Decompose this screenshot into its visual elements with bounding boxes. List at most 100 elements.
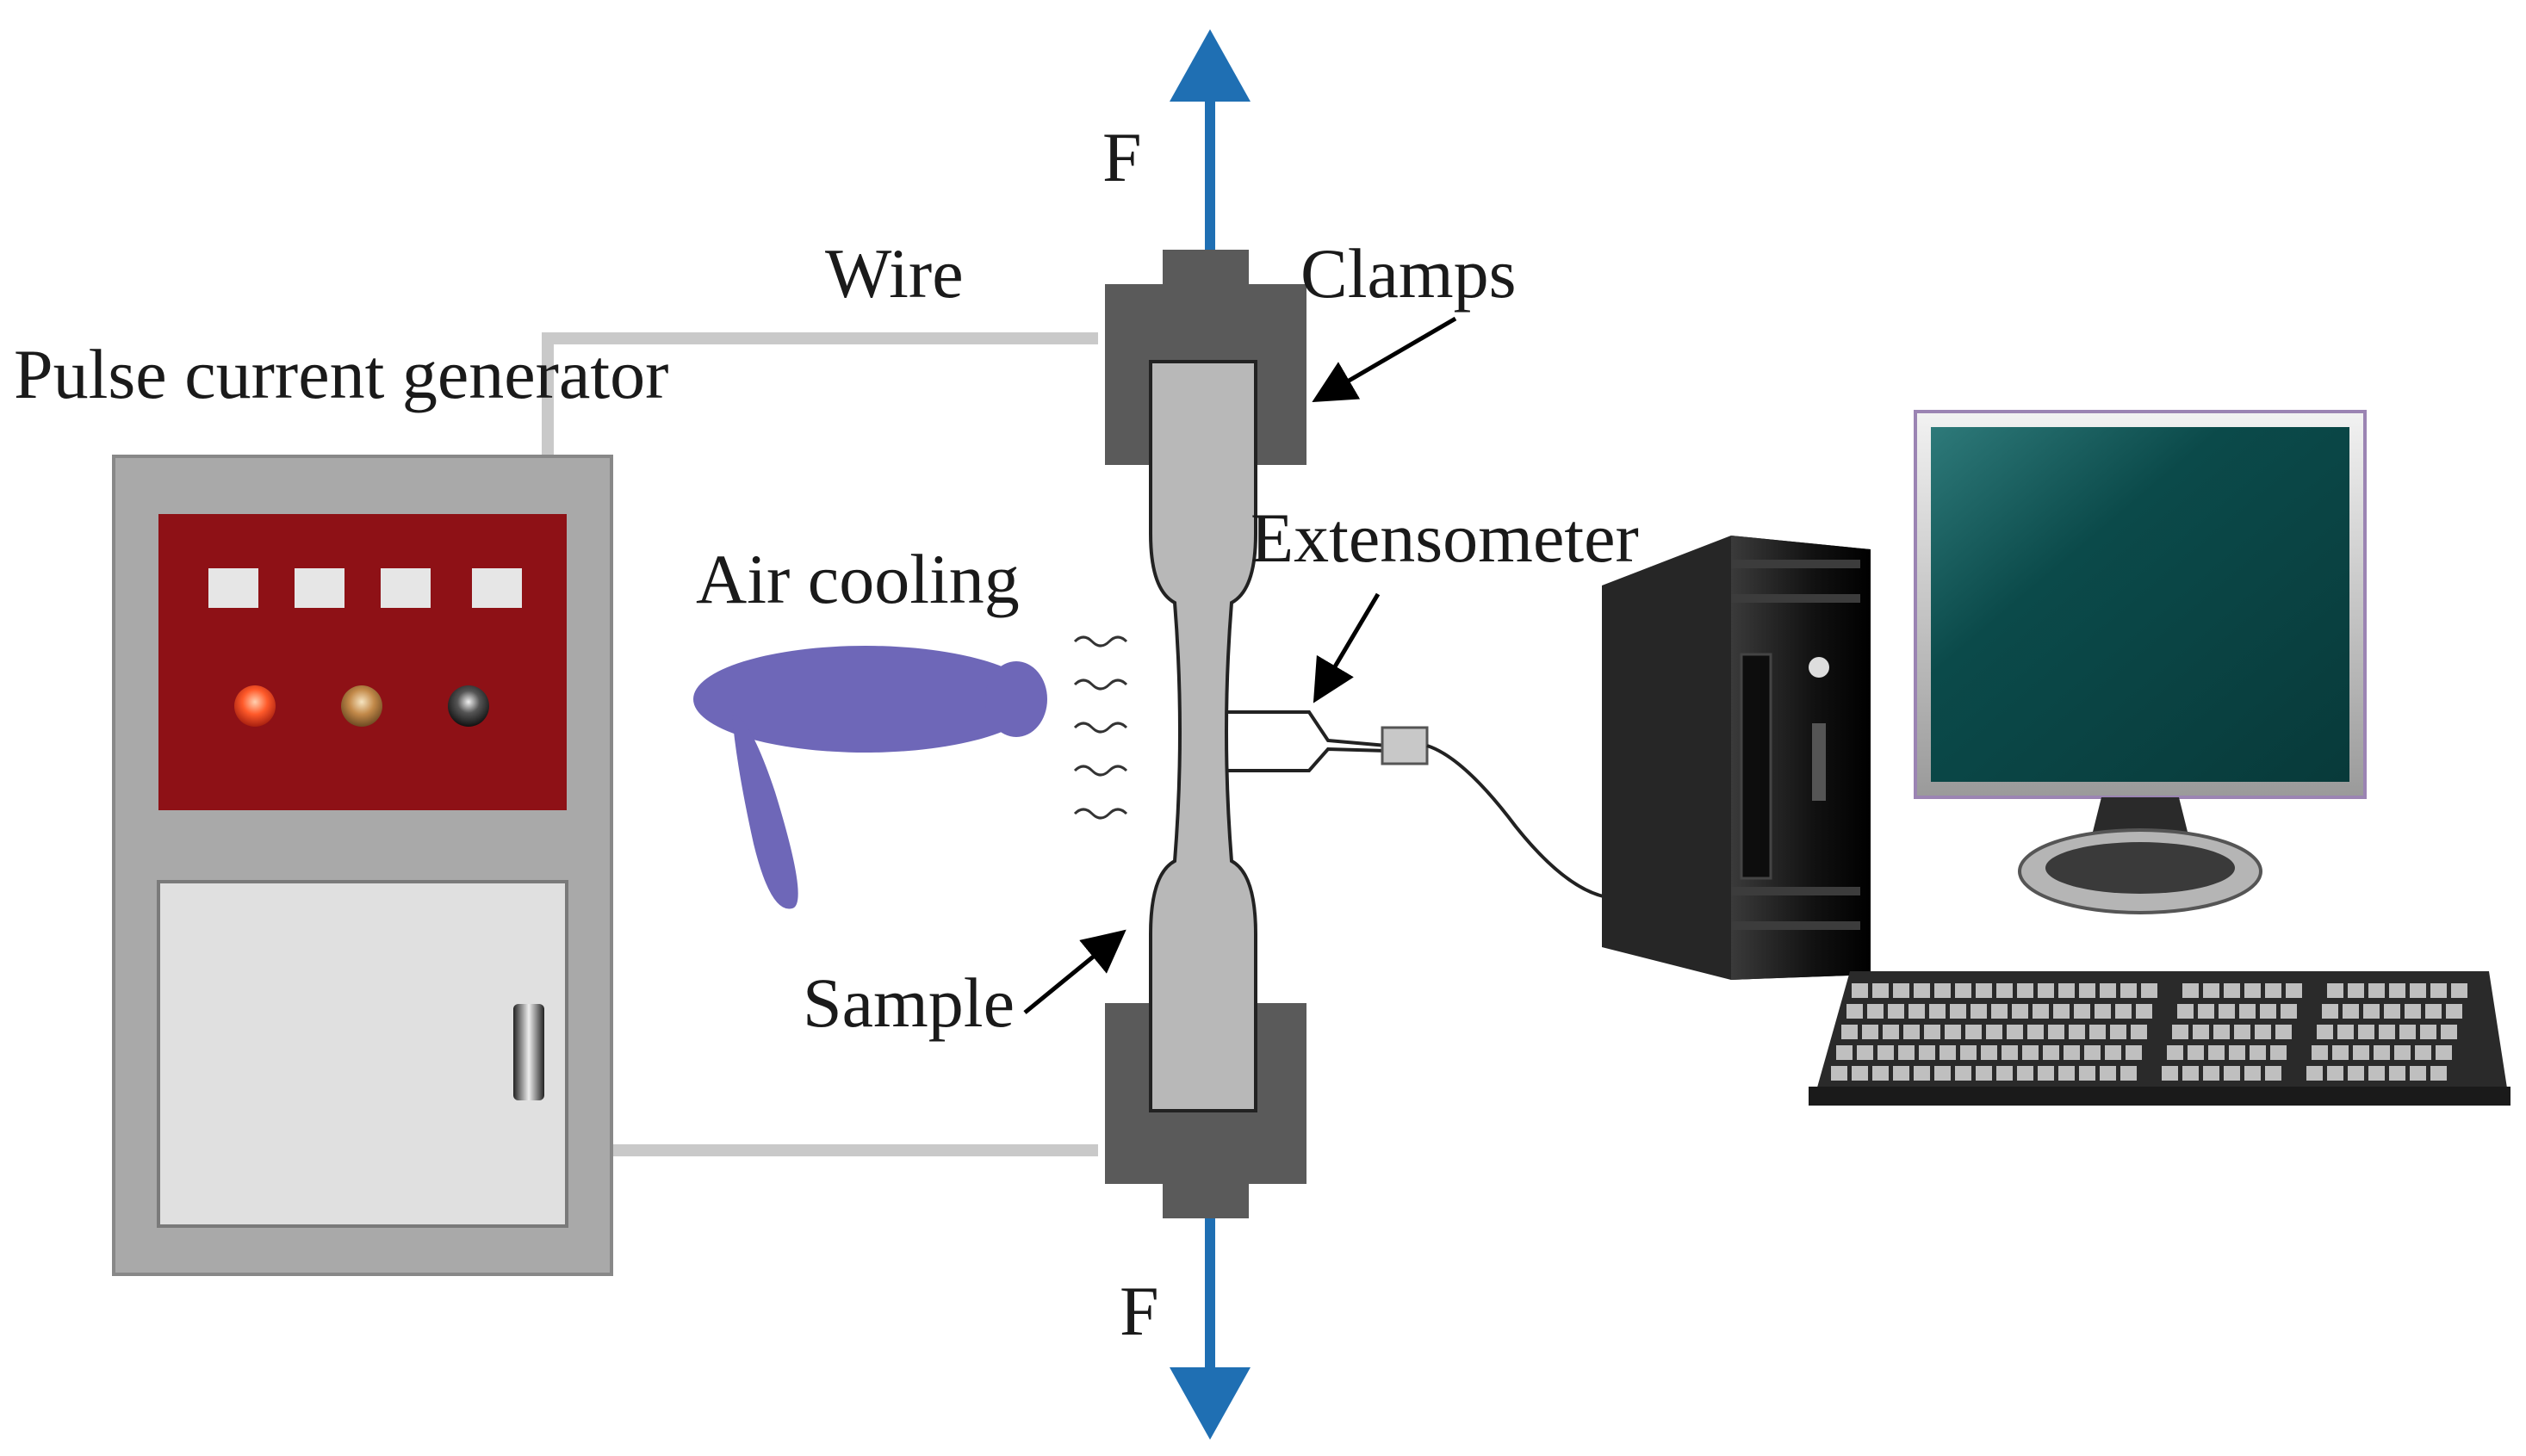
extensometer-pointer-arrow [1313,592,1381,703]
keyboard-key [2430,983,2447,998]
keyboard-key [1955,1066,1971,1081]
keyboard-key [2415,1045,2431,1060]
keyboard-key [2074,1004,2090,1019]
keyboard-key [1872,1066,1889,1081]
keyboard-key [1841,1025,1858,1039]
keyboard-key [2265,983,2281,998]
keyboard-key [2182,1066,2199,1081]
keyboard-key [2270,1045,2287,1060]
keyboard-key [2069,1025,2085,1039]
keyboard-key [2451,983,2467,998]
keyboard-key [2394,1045,2411,1060]
keyboard-key [1965,1025,1982,1039]
keyboard-key [2141,983,2157,998]
keyboard-key [2368,1066,2385,1081]
keyboard-key [2229,1045,2245,1060]
keyboard-key [2007,1025,2023,1039]
keyboard-key [2281,1004,2297,1019]
keyboard-key [2100,1066,2116,1081]
monitor-screen [1931,427,2349,782]
keyboard-key [2208,1045,2225,1060]
keyboard-key [2177,1004,2194,1019]
keyboard-key [2012,1004,2028,1019]
keyboard-key [1893,983,1909,998]
keyboard-key [2250,1045,2266,1060]
keyboard-key [2244,1066,2261,1081]
keyboard-key [1934,983,1951,998]
keyboard-key [2064,1045,2080,1060]
air-cooling-label: Air cooling [696,540,1020,618]
monitor [1914,410,2367,914]
desktop-computer-icon [1602,536,1871,980]
keyboard-key [2203,983,2219,998]
keyboard-key [1981,1045,1997,1060]
keyboard-key [1934,1066,1951,1081]
keyboard-key [2441,1025,2457,1039]
keyboard-key [1929,1004,1946,1019]
keyboard-key [2244,983,2261,998]
keyboard-key [2327,983,2343,998]
keyboard-key [2260,1004,2276,1019]
door-handle [513,1004,544,1100]
keyboard-key [1914,1066,1930,1081]
keyboard-key [2219,1004,2235,1019]
extensometer [1226,710,1387,772]
keyboard-key [2286,983,2302,998]
keyboard-key [1960,1045,1977,1060]
keyboard-key [1857,1045,1873,1060]
keyboard-key [1971,1004,1987,1019]
keyboard-key [2120,983,2137,998]
display-window [472,568,522,608]
keyboard-key [2017,983,2033,998]
air-blower-icon [693,646,1047,909]
keyboard-key [2306,1066,2323,1081]
keyboard-key [1914,983,1930,998]
keyboard-key [1872,983,1889,998]
keyboard-icon [1809,971,2510,1106]
keyboard-key [2027,1025,2044,1039]
keyboard-key [2317,1025,2333,1039]
keyboard-key [2358,1025,2374,1039]
keyboard-key [1976,983,1992,998]
force-label-bottom: F [1120,1272,1159,1350]
keyboard-key [1991,1004,2008,1019]
keyboard-key [1950,1004,1966,1019]
keyboard-key [2348,1066,2364,1081]
keyboard-key [1939,1045,1956,1060]
keyboard-key [2038,983,2054,998]
keyboard-key [2446,1004,2462,1019]
clamps-pointer-arrow [1312,316,1457,403]
generator-control-panel [158,514,567,810]
keyboard-key [2420,1025,2436,1039]
keyboard-key [2389,983,2405,998]
keyboard-key [1996,983,2013,998]
force-arrow-down-icon [1170,1217,1251,1440]
keyboard-key [1888,1004,1904,1019]
wire-top [542,332,1098,456]
wire-label: Wire [825,234,964,313]
keyboard-key [2095,1004,2111,1019]
keyboard-key [2239,1004,2256,1019]
keyboard-key [2425,1004,2442,1019]
keyboard-key [2167,1045,2183,1060]
pulse-generator-label: Pulse current generator [14,335,668,413]
keyboard-key [2312,1045,2328,1060]
keyboard-key [2343,1004,2359,1019]
keyboard-key [2353,1045,2369,1060]
keyboard-key [1862,1025,1878,1039]
airflow-waves [1073,635,1128,820]
keyboard-key [2348,983,2364,998]
keyboard-key [2327,1066,2343,1081]
display-window [208,568,258,608]
extensometer-connector [1381,726,1429,765]
keyboard-key [2379,1025,2395,1039]
keyboard-key [1831,1066,1847,1081]
keyboard-key [1852,1066,1868,1081]
keyboard-key [2399,1025,2416,1039]
keyboard-key [2100,983,2116,998]
keyboard-key [2038,1066,2054,1081]
keyboard-key [2410,1066,2426,1081]
keyboard-key [1976,1066,1992,1081]
sample-label: Sample [803,963,1015,1042]
